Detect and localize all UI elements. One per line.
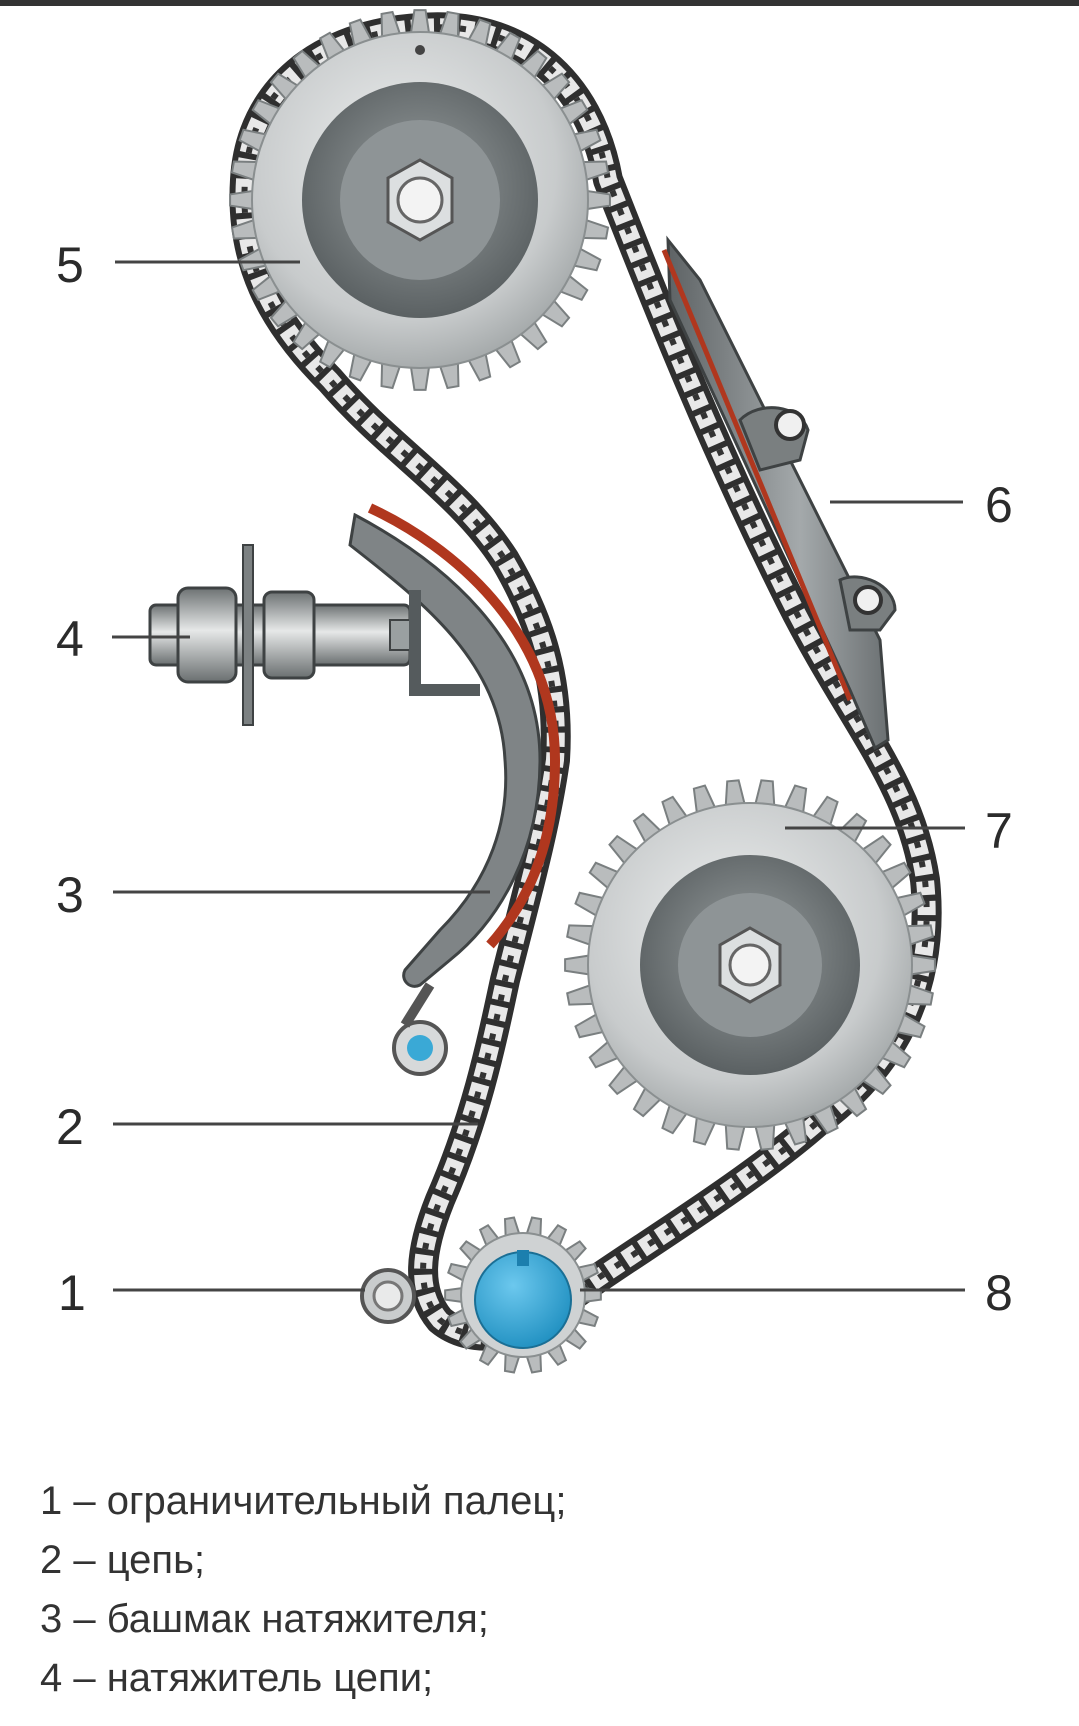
legend-item-4: 4 – натяжитель цепи; [40, 1656, 434, 1700]
timing-chain [229, 12, 942, 1351]
limiter-pin [360, 1268, 416, 1324]
callout-7: 7 [985, 803, 1013, 859]
crankshaft-sprocket [444, 1216, 602, 1374]
callout-3: 3 [56, 867, 84, 923]
legend-item-3: 3 – башмак натяжителя; [40, 1597, 489, 1641]
chain-damper [661, 235, 897, 751]
callout-2: 2 [56, 1099, 84, 1155]
callout-8: 8 [985, 1265, 1013, 1321]
camshaft-sprocket [229, 9, 611, 391]
callout-6: 6 [985, 477, 1013, 533]
legend-item-2: 2 – цепь; [40, 1538, 206, 1582]
leader-lines [112, 260, 965, 1292]
callout-5: 5 [56, 237, 84, 293]
callout-1: 1 [58, 1265, 86, 1321]
callout-4: 4 [56, 611, 84, 667]
chain-tensioner [148, 544, 480, 726]
top-bar [0, 0, 1079, 6]
tensioner-shoe [348, 503, 561, 1076]
legend-item-1: 1 – ограничительный палец; [40, 1479, 567, 1523]
intermediate-sprocket [564, 779, 936, 1151]
legend: 1 – ограничительный палец; 2 – цепь; 3 –… [40, 1472, 1040, 1708]
